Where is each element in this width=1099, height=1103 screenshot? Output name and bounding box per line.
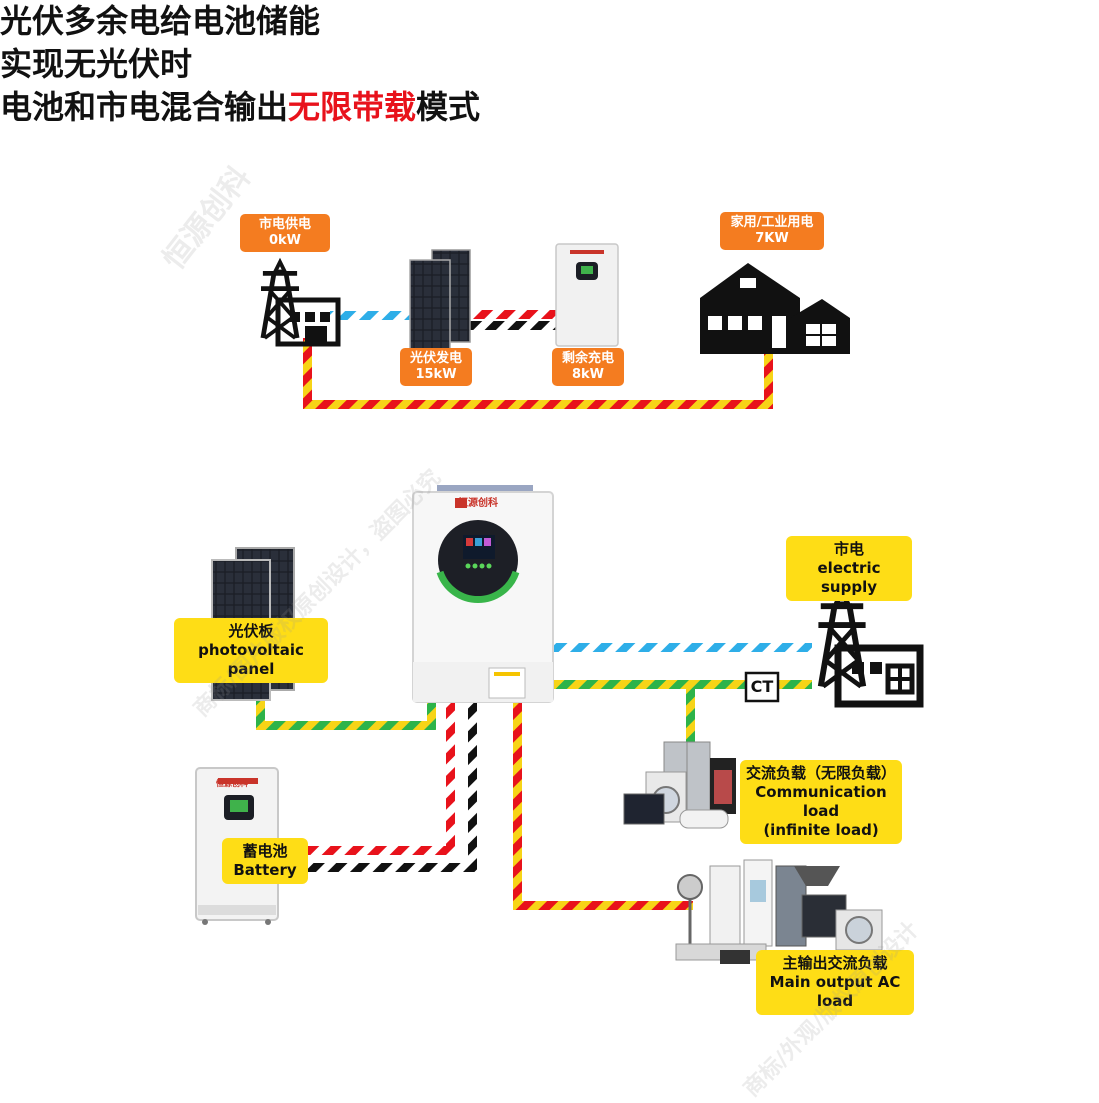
top-cable-pv-black [468,321,556,330]
top-house-icon [700,263,850,354]
headline-line2: 实现无光伏时 [0,45,193,83]
inverter-icon [412,485,554,703]
electric-supply-label: 市电 electric supply [786,536,912,601]
bottom-cable-main-output [513,901,693,910]
ac-load-appliances-icon [623,741,736,829]
top-cable-pv-red [468,310,556,319]
top-pv-generation-label: 光伏发电 15kW [400,348,472,386]
top-home-industrial-label: 家用/工业用电 7KW [720,212,824,250]
bottom-cable-main-output-vertical [513,702,522,910]
top-grid-supply-label: 市电供电 0kW [240,214,330,252]
headline-line3: 电池和市电混合输出无限带载模式 [0,86,1099,129]
headline-line3-suffix: 模式 [416,88,481,126]
inverter-brand: 恒源创科 [458,498,498,509]
communication-load-label: 交流负载（无限负载） Communication load (infinite … [740,760,902,844]
top-cable-bottom [303,400,773,409]
bottom-cables [256,643,812,910]
bottom-grid-tower-icon [818,592,924,708]
bottom-cable-battery-red-vertical [446,702,455,855]
headline-line3-prefix: 电池和市电混合输出 [0,88,289,126]
bottom-cable-battery-black-vertical [468,702,477,872]
top-battery-charge-label: 剩余充电 8kW [552,348,624,386]
headline-highlight: 无限带载 [288,88,417,126]
top-solar-panel-icon [409,249,471,351]
bottom-cable-battery-black [306,863,477,872]
top-battery-cabinet-icon [555,243,619,347]
ct-sensor-box [744,671,780,703]
bottom-cable-pv-up [427,702,436,730]
bottom-cable-battery-red [306,846,455,855]
headline: 光伏多余电给电池储能 实现无光伏时 电池和市电混合输出无限带载模式 [0,0,1099,129]
top-cable-left-vertical [303,338,312,409]
main-output-ac-load-label: 主输出交流负载 Main output AC load [756,950,914,1015]
top-cables [303,310,773,409]
battery-label: 蓄电池 Battery [222,838,308,884]
top-cable-right-vertical [764,352,773,409]
bottom-cable-pv-vertical [256,698,265,730]
top-grid-tower-icon [261,262,341,347]
main-load-appliances-icon [675,859,883,964]
photovoltaic-panel-label: 光伏板 photovoltaic panel [174,618,328,683]
top-cable-grid-ac [330,311,410,320]
bottom-cable-grid-ac [552,643,812,652]
bottom-cable-ac-load [686,680,695,760]
bottom-cable-pv-horizontal [256,721,436,730]
battery-brand: 恒源创科 [216,779,248,788]
ct-label: CT [750,677,774,696]
headline-line1: 光伏多余电给电池储能 [0,2,321,40]
bottom-cable-ct-line [552,680,812,689]
